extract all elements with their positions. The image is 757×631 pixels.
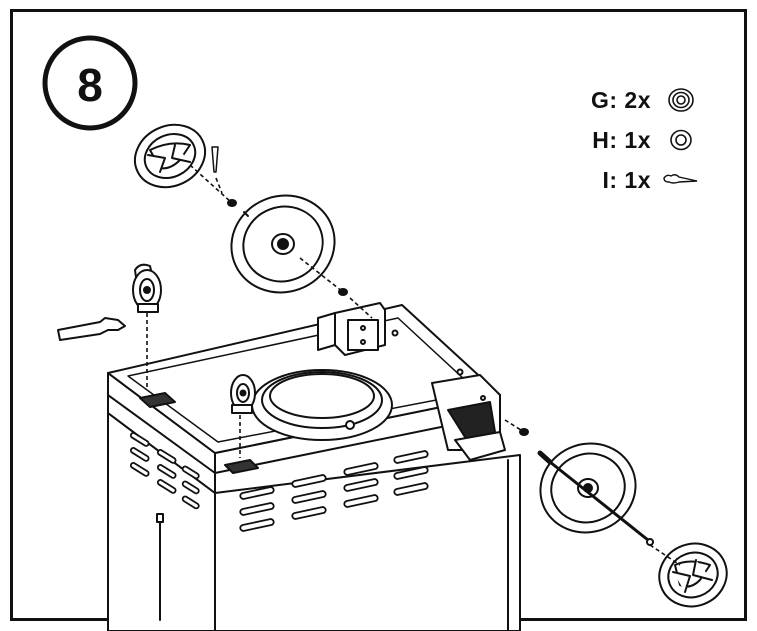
guide-hubcap-right xyxy=(649,544,681,566)
part-row-h: H: 1x xyxy=(551,120,701,160)
double-washer-icon xyxy=(661,85,701,115)
wrench-tool xyxy=(57,317,126,341)
part-label-g: G: 2x xyxy=(590,86,651,113)
step-number: 8 xyxy=(77,59,103,111)
washer-icon xyxy=(661,125,701,155)
cotter-pin-top xyxy=(211,146,219,173)
part-label-i: I: 1x xyxy=(602,166,651,193)
hubcap-top xyxy=(133,123,207,189)
wheel-top xyxy=(230,194,336,294)
cart-cabinet xyxy=(107,394,521,631)
caster-middle xyxy=(230,374,256,414)
wheel-right xyxy=(539,442,637,534)
part-row-i: I: 1x xyxy=(551,160,701,200)
part-row-g: G: 2x xyxy=(551,80,701,120)
guide-pin-top xyxy=(215,177,223,194)
guide-axle-top xyxy=(349,297,373,319)
guide-right-bracket xyxy=(504,419,525,433)
cotter-pin-icon xyxy=(661,165,701,195)
step-badge: 8 xyxy=(42,35,138,131)
part-label-h: H: 1x xyxy=(592,126,651,153)
guide-hubcap-top xyxy=(189,164,233,204)
caster-left xyxy=(132,263,162,313)
guide-wheel-top xyxy=(299,257,344,293)
axle-bracket-right xyxy=(431,368,506,461)
axle-bracket-top xyxy=(317,302,399,356)
parts-legend: G: 2x H: 1x I: 1x xyxy=(551,80,701,200)
hubcap-right xyxy=(658,542,728,608)
top-tray xyxy=(107,304,501,474)
